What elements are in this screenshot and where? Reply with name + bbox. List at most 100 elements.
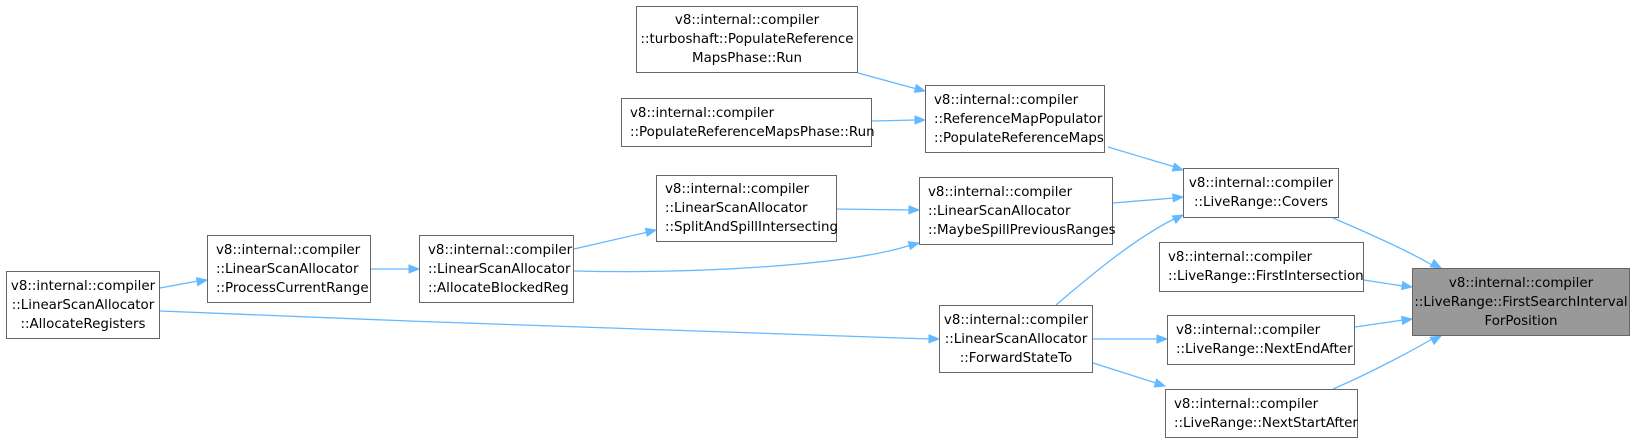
edge-line <box>1363 279 1404 287</box>
node-line: MapsPhase::Run <box>692 51 802 66</box>
edge-allocate-blocked-to-split-and-spill <box>573 227 658 250</box>
arrowhead-icon <box>1429 258 1443 269</box>
node-line: ::turboshaft::PopulateReference <box>640 32 854 47</box>
node-line: ::LinearScanAllocator <box>11 297 155 313</box>
arrowhead-icon <box>908 205 921 215</box>
node-line: v8::internal::compiler <box>10 278 156 294</box>
node-first-search-interval-for-position: v8::internal::compiler ::LiveRange::Firs… <box>1412 268 1630 336</box>
node-line: ::LiveRange::NextEndAfter <box>1176 342 1353 357</box>
node-line: v8::internal::compiler <box>928 184 1073 200</box>
node-line: ::LiveRange::FirstIntersection <box>1168 269 1364 284</box>
node-line: ::ForwardStateTo <box>959 350 1073 366</box>
node-live-range-covers[interactable]: v8::internal::compiler ::LiveRange::Cove… <box>1183 168 1339 218</box>
node-linear-scan-process-current-range[interactable]: v8::internal::compiler ::LinearScanAlloc… <box>207 235 371 303</box>
edge-line <box>1332 217 1433 266</box>
node-line: ::LinearScanAllocator <box>216 261 359 277</box>
edge-line <box>573 244 912 273</box>
node-line: v8::internal::compiler <box>934 92 1079 108</box>
arrowhead-icon <box>1172 193 1185 203</box>
node-linear-scan-forward-state-to[interactable]: v8::internal::compiler ::LinearScanAlloc… <box>939 305 1093 373</box>
node-line: ::LiveRange::Covers <box>1193 195 1329 210</box>
edge-next-start-after-to-first-search <box>1332 335 1443 390</box>
arrowhead-icon <box>1400 280 1414 291</box>
edge-forward-state-to-next-end-after <box>1093 334 1169 344</box>
node-line: v8::internal::compiler <box>1168 250 1313 265</box>
edge-line <box>857 72 918 90</box>
edge-split-and-spill-to-maybe-spill <box>836 205 921 215</box>
node-line: v8::internal::compiler <box>943 312 1089 328</box>
edge-line <box>836 208 911 211</box>
arrowhead-icon <box>1156 334 1169 344</box>
edge-line <box>573 231 649 250</box>
edge-allocate-registers-to-forward-state <box>159 310 941 344</box>
arrowhead-icon <box>913 83 927 93</box>
node-line: ::LiveRange::FirstSearchInterval <box>1414 294 1628 310</box>
node-turboshaft-populate-reference-maps-phase-run[interactable]: v8::internal::compiler ::turboshaft::Pop… <box>636 6 858 73</box>
edge-next-end-after-to-first-search <box>1354 315 1414 328</box>
arrowhead-icon <box>644 227 658 237</box>
edge-covers-to-first-search <box>1332 217 1443 269</box>
node-line: ::PopulateReferenceMaps <box>934 130 1104 146</box>
arrowhead-icon <box>914 115 927 125</box>
arrowhead-icon <box>408 264 421 274</box>
node-line: ::ReferenceMapPopulator <box>934 111 1103 127</box>
node-line: ::LinearScanAllocator <box>944 331 1088 347</box>
node-line: ::LinearScanAllocator <box>428 261 571 277</box>
node-line: ForPosition <box>1484 313 1558 329</box>
node-live-range-next-end-after[interactable]: v8::internal::compiler ::LiveRange::Next… <box>1167 315 1355 365</box>
arrowhead-icon <box>928 334 941 344</box>
edge-line <box>159 310 931 340</box>
edge-line <box>1055 217 1177 306</box>
node-line: v8::internal::compiler <box>1448 275 1594 291</box>
node-line: v8::internal::compiler <box>216 242 361 258</box>
edge-first-intersection-to-first-search <box>1363 279 1414 291</box>
node-line: ::LinearScanAllocator <box>665 201 808 216</box>
edge-process-current-to-allocate-blocked <box>371 264 421 274</box>
node-linear-scan-allocate-blocked-reg[interactable]: v8::internal::compiler ::LinearScanAlloc… <box>419 235 574 303</box>
edge-line <box>1354 319 1404 328</box>
node-line: v8::internal::compiler <box>674 13 820 28</box>
edge-line <box>1092 362 1157 384</box>
node-line: v8::internal::compiler <box>665 182 810 197</box>
node-linear-scan-split-and-spill-intersecting[interactable]: v8::internal::compiler ::LinearScanAlloc… <box>656 175 838 242</box>
node-line: ::LinearScanAllocator <box>928 203 1071 219</box>
edge-line <box>1107 146 1176 168</box>
node-line: ::AllocateRegisters <box>20 316 146 332</box>
node-populate-reference-maps-phase-run[interactable]: v8::internal::compiler ::PopulateReferen… <box>621 98 875 147</box>
arrowhead-icon <box>1171 214 1185 224</box>
node-reference-map-populator-populate-reference-maps[interactable]: v8::internal::compiler ::ReferenceMapPop… <box>925 85 1105 153</box>
node-line: v8::internal::compiler <box>428 242 573 258</box>
node-line: ::AllocateBlockedReg <box>428 280 569 296</box>
arrowhead-icon <box>1429 335 1443 346</box>
edge-maybe-spill-to-covers <box>1112 193 1185 204</box>
edge-turboshaft-to-populate-maps <box>857 72 927 93</box>
node-line: ::ProcessCurrentRange <box>216 280 369 296</box>
arrowhead-icon <box>907 241 921 251</box>
edge-populate-phase-to-populate-maps <box>871 115 927 125</box>
node-line: v8::internal::compiler <box>1176 323 1321 338</box>
node-line: ::MaybeSpillPreviousRanges <box>928 222 1116 238</box>
edge-line <box>1112 197 1175 204</box>
node-line: ::LiveRange::NextStartAfter <box>1174 415 1358 431</box>
arrowhead-icon <box>1171 162 1185 172</box>
node-live-range-next-start-after[interactable]: v8::internal::compiler ::LiveRange::Next… <box>1165 389 1358 438</box>
arrowhead-icon <box>1153 378 1167 388</box>
arrowhead-icon <box>195 277 209 287</box>
node-live-range-first-intersection[interactable]: v8::internal::compiler ::LiveRange::Firs… <box>1159 242 1364 292</box>
node-line: ::SplitAndSpillIntersecting <box>665 220 838 235</box>
node-line: ::PopulateReferenceMapsPhase::Run <box>630 124 875 140</box>
edge-line <box>871 119 917 122</box>
node-line: v8::internal::compiler <box>630 105 775 121</box>
edge-forward-state-to-covers <box>1055 214 1185 306</box>
node-line: v8::internal::compiler <box>1188 176 1334 191</box>
arrowhead-icon <box>1400 315 1414 326</box>
node-line: v8::internal::compiler <box>1174 396 1319 412</box>
node-linear-scan-maybe-spill-previous-ranges[interactable]: v8::internal::compiler ::LinearScanAlloc… <box>919 177 1116 245</box>
edge-allocate-registers-to-process-current <box>159 277 209 289</box>
node-linear-scan-allocate-registers[interactable]: v8::internal::compiler ::LinearScanAlloc… <box>6 271 160 339</box>
edge-populate-maps-to-covers <box>1107 146 1185 172</box>
edge-line <box>159 280 199 289</box>
edge-allocate-blocked-to-maybe-spill <box>573 241 921 273</box>
